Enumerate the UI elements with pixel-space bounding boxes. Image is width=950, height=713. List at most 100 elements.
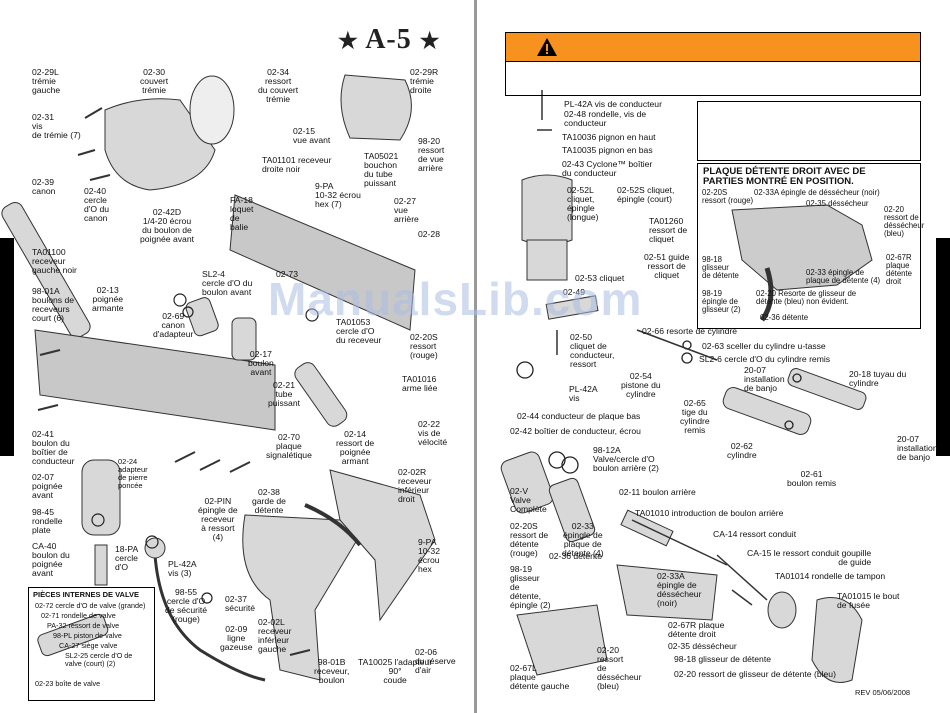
part-label: 02-20S ressort (rouge)	[410, 332, 438, 360]
part-label: 9-PA 10-32 écrou hex (7)	[315, 181, 361, 209]
part-label: 98-12A Valve/cercle d'O boulon arrière (…	[593, 445, 659, 473]
part-label: 02-65 tige du cylindre remis	[680, 398, 710, 435]
part-label: FA-18 loquet de balie	[230, 195, 254, 232]
part-label: 02-24 adapteur de pierre poncée	[118, 457, 148, 490]
valve-item: 02-71 rondelle de valve	[41, 611, 116, 620]
part-label: 98-19 glisseur de détente, épingle (2)	[510, 564, 551, 610]
part-label: 02-36 détente	[549, 551, 603, 561]
lower-receiver-left-part	[242, 514, 361, 681]
upper-receiver-right-part	[229, 194, 416, 331]
model-title: A-5	[365, 24, 412, 55]
part-label: 02-35 déssécheur	[668, 641, 737, 651]
part-label: 02-43 Cyclone™ boîtier du conducteur	[562, 159, 653, 178]
part-label: 02-30 couvert trémie	[140, 67, 169, 95]
part-label: 02-63 sceller du cylindre u-tasse	[702, 341, 826, 351]
part-label: 02-49	[563, 287, 585, 297]
right-page: PLAQUE DÉTENTE DROIT AVEC DE PARTIES MON…	[477, 0, 950, 713]
part-label: 02-11 boulon arrière	[619, 487, 696, 497]
cylinder-part	[722, 387, 812, 435]
cyclone-housing-part	[521, 174, 573, 246]
detail-label: 98-18 glisseur de détente	[702, 255, 739, 280]
power-tube-part	[294, 362, 348, 427]
part-label: TA01101 receveur droite noir	[262, 155, 332, 174]
part-label: 02-67R plaque détente droit	[668, 620, 725, 639]
part-label: TA10025 l'adapteur 90° coude	[358, 657, 433, 685]
part-label: 02-48 rondelle, vis de conducteur	[564, 109, 647, 128]
detail-trigger-part	[759, 267, 774, 322]
warning-bar	[506, 33, 920, 62]
part-label: CA-15 le ressort conduit goupille de gui…	[747, 548, 872, 567]
detail-label: 02-36 détente	[760, 313, 809, 322]
part-label: 02-53 cliquet	[575, 273, 625, 283]
part-label: 98-45 rondelle plate	[32, 507, 63, 535]
valve-item: 02-72 cercle d'O de valve (grande)	[35, 601, 146, 610]
valve-internals-part	[37, 613, 109, 657]
part-label: 02-44 conducteur de plaque bas	[517, 411, 641, 421]
left-page: ★ A-5 ★ 02-29L trémie gauche 02-30 couve…	[0, 0, 474, 713]
revision-date: REV 05/06/2008	[855, 688, 911, 697]
receiver-left-part	[34, 329, 276, 431]
star-icon: ★	[419, 28, 441, 53]
part-label: 02-50 cliquet de conducteur, ressort	[570, 332, 615, 369]
part-label: 02-20 ressort de glisseur de détente (bl…	[674, 669, 836, 679]
part-label: 02-41 boulon du boîtier de conducteur	[32, 429, 75, 466]
part-label: 98-18 glisseur de détente	[674, 654, 771, 664]
part-label: 18-PA cercle d'O	[115, 544, 139, 572]
detail-label: 02-20 Resorte de glisseur de détente (bl…	[756, 289, 857, 306]
part-label: 02-62 cylindre	[727, 441, 757, 460]
part-label: TA01260 ressort de cliquet	[649, 216, 688, 244]
part-label: 02-70 plaque signalétique	[266, 432, 312, 460]
part-label: 02-34 ressort du couvert trémie	[258, 67, 299, 104]
part-label: TA10035 pignon en bas	[562, 145, 653, 155]
valve-box-title: PIÈCES INTERNES DE VALVE	[33, 590, 139, 599]
valve-item: 98-PL piston de valve	[53, 631, 122, 640]
part-label: CA-14 ressort conduit	[713, 529, 797, 539]
hopper-lid-part	[189, 75, 235, 145]
part-label: 02-66 resorte de cylindre	[642, 326, 738, 336]
part-label: 02-52S cliquet, épingle (court)	[617, 185, 675, 204]
part-label: SL2-6 cercle d'O du cylindre remis	[699, 354, 831, 364]
part-label: 02-07 poignée avant	[32, 472, 63, 500]
ratchet-part	[545, 295, 599, 320]
detail-label: 02-20 ressort de déssécheur (bleu)	[884, 205, 925, 238]
oring-part	[173, 293, 187, 307]
detail-label: 98-19 épingle de glisseur (2)	[702, 289, 741, 314]
part-label: TA01015 le bout de fusée	[837, 591, 900, 610]
part-label: 02-52L cliquet, épingle (longue)	[567, 185, 599, 222]
trigger-plate-left-part	[516, 604, 608, 676]
part-label: 20-18 tuyau du cylindre	[849, 369, 907, 388]
warning-box	[505, 32, 921, 96]
part-label: 9-PA 10-32 écrou hex	[418, 537, 440, 574]
gas-line-part	[153, 554, 266, 682]
part-label: TA01053 cercle d'O du receveur	[336, 317, 382, 345]
part-label: 02-15 vue avant	[293, 126, 331, 145]
valve-internals-box: PIÈCES INTERNES DE VALVE 02-72 cercle d'…	[28, 587, 155, 701]
part-label: 02-33A épingle de déssécheur (noir)	[657, 571, 702, 608]
info-box	[697, 101, 921, 161]
barrel-part	[1, 201, 91, 339]
cyclone-base-part	[526, 239, 568, 281]
part-label: TA05021 bouchon du tube puissant	[364, 151, 399, 188]
part-label: 02-22 vis de vélocité	[418, 419, 448, 447]
trigger-guard-part	[304, 503, 362, 547]
part-label: 02-40 cercle d'O du canon	[84, 186, 110, 223]
bumper-part	[767, 591, 797, 629]
part-label: 02-20 ressort de déssécheur (bleu)	[597, 645, 642, 691]
part-label: 02-51 guide ressort de cliquet	[644, 252, 690, 280]
part-label: 02-17 boulon avant	[248, 349, 274, 377]
detail-title: PLAQUE DÉTENTE DROIT AVEC DE PARTIES MON…	[703, 166, 866, 187]
detail-label: 02-67R plaque détente droit	[886, 253, 913, 286]
detail-label: 02-20S ressort (rouge)	[702, 188, 754, 205]
trigger-detail-box: PLAQUE DÉTENTE DROIT AVEC DE PARTIES MON…	[697, 163, 925, 329]
part-label: SL2-4 cercle d'O du boulon avant	[202, 269, 253, 297]
front-grip-part	[81, 459, 121, 536]
book-spine	[474, 0, 477, 713]
adapter-barrel-part	[185, 297, 219, 337]
left-thumb-tab	[0, 238, 14, 456]
piston-part	[516, 361, 534, 379]
part-label: 02-38 garde de détente	[252, 487, 286, 515]
right-exploded-diagram	[500, 90, 873, 683]
warning-icon	[537, 38, 557, 56]
part-label: 02-31 vis de trémie (7)	[32, 112, 81, 140]
part-label: TA01014 rondelle de tampon	[775, 571, 886, 581]
